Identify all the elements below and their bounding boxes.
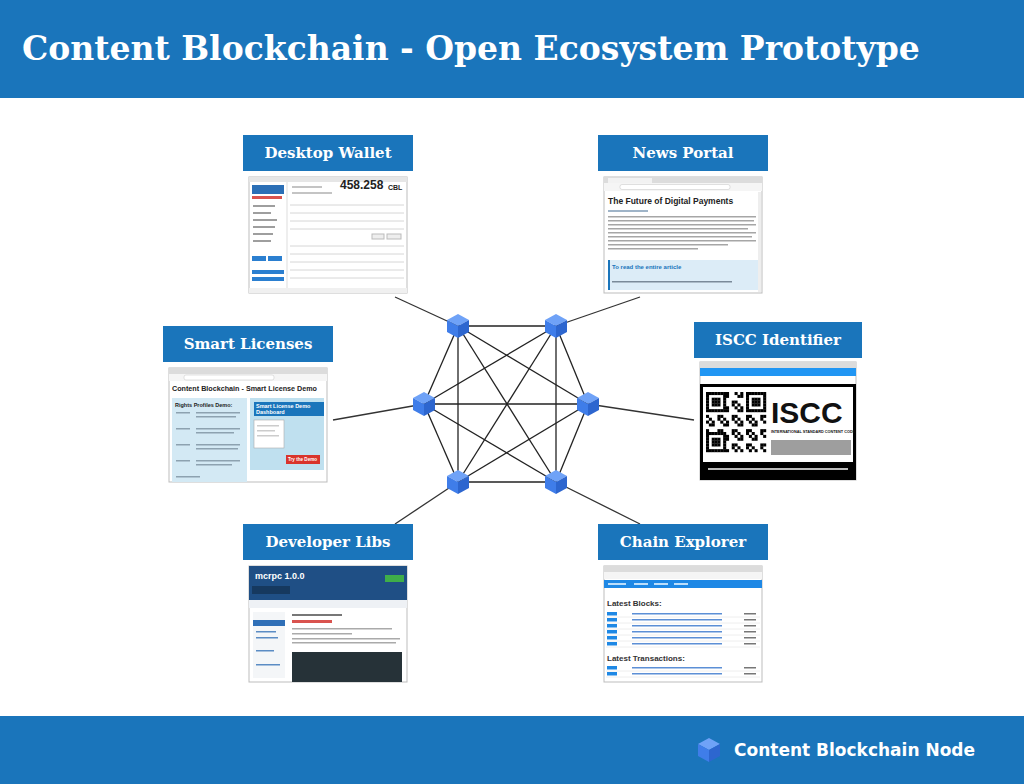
screenshot-text: INTERNATIONAL STANDARD CONTENT CODE [771,430,855,434]
wallet-screenshot [249,177,407,293]
screenshot-text: ISCC [771,396,843,429]
panel-header: Desktop Wallet [243,135,413,171]
screenshot-panel: News Portal [598,135,768,297]
panel-title: ISCC Identifier [715,331,841,349]
screenshot-text: Content Blockchain - Smart License Demo [172,385,317,393]
legend-text: Content Blockchain Node [734,740,975,760]
panel-title: Chain Explorer [620,533,746,551]
explorer-screenshot [604,566,762,682]
screenshot-text: Rights Profiles Demo: [175,402,232,408]
screenshot-text: The Future of Digital Payments [608,197,733,206]
panel-title: Desktop Wallet [264,144,391,162]
screenshot-text: Latest Transactions: [607,655,685,664]
news-screenshot [604,177,762,293]
legend-entry: Content Blockchain Node [696,736,975,764]
screenshot-panel: Desktop Wallet [243,135,413,297]
screenshot-text: Latest Blocks: [607,600,662,609]
title-bar: Content Blockchain - Open Ecosystem Prot… [0,0,1024,98]
iscc-screenshot [700,362,856,480]
devlibs-screenshot [249,566,407,682]
screenshot-panel: Developer Libs [243,524,413,686]
mesh-lines [424,326,588,482]
screenshot-text: 458.258 [340,179,383,192]
panel-header: Smart Licenses [163,326,333,362]
panel-header: Developer Libs [243,524,413,560]
screenshot-text: CBL [388,184,402,192]
panel-header: ISCC Identifier [694,322,862,358]
page-title: Content Blockchain - Open Ecosystem Prot… [22,0,920,98]
smart-license-screenshot [169,368,327,482]
panel-header: Chain Explorer [598,524,768,560]
screenshot-text: Smart License Demo Dashboard [254,402,324,416]
panel-title: Smart Licenses [184,335,313,353]
panel-title: News Portal [633,144,734,162]
link-lines [333,297,694,524]
screenshot-text: To read the entire article [612,264,681,271]
node-cubes [413,314,599,494]
legend-cube-icon [696,736,722,764]
panel-title: Developer Libs [266,533,391,551]
screenshot-text: mcrpc 1.0.0 [255,572,305,582]
screenshot-text: Try the Demo [288,457,317,462]
panel-header: News Portal [598,135,768,171]
